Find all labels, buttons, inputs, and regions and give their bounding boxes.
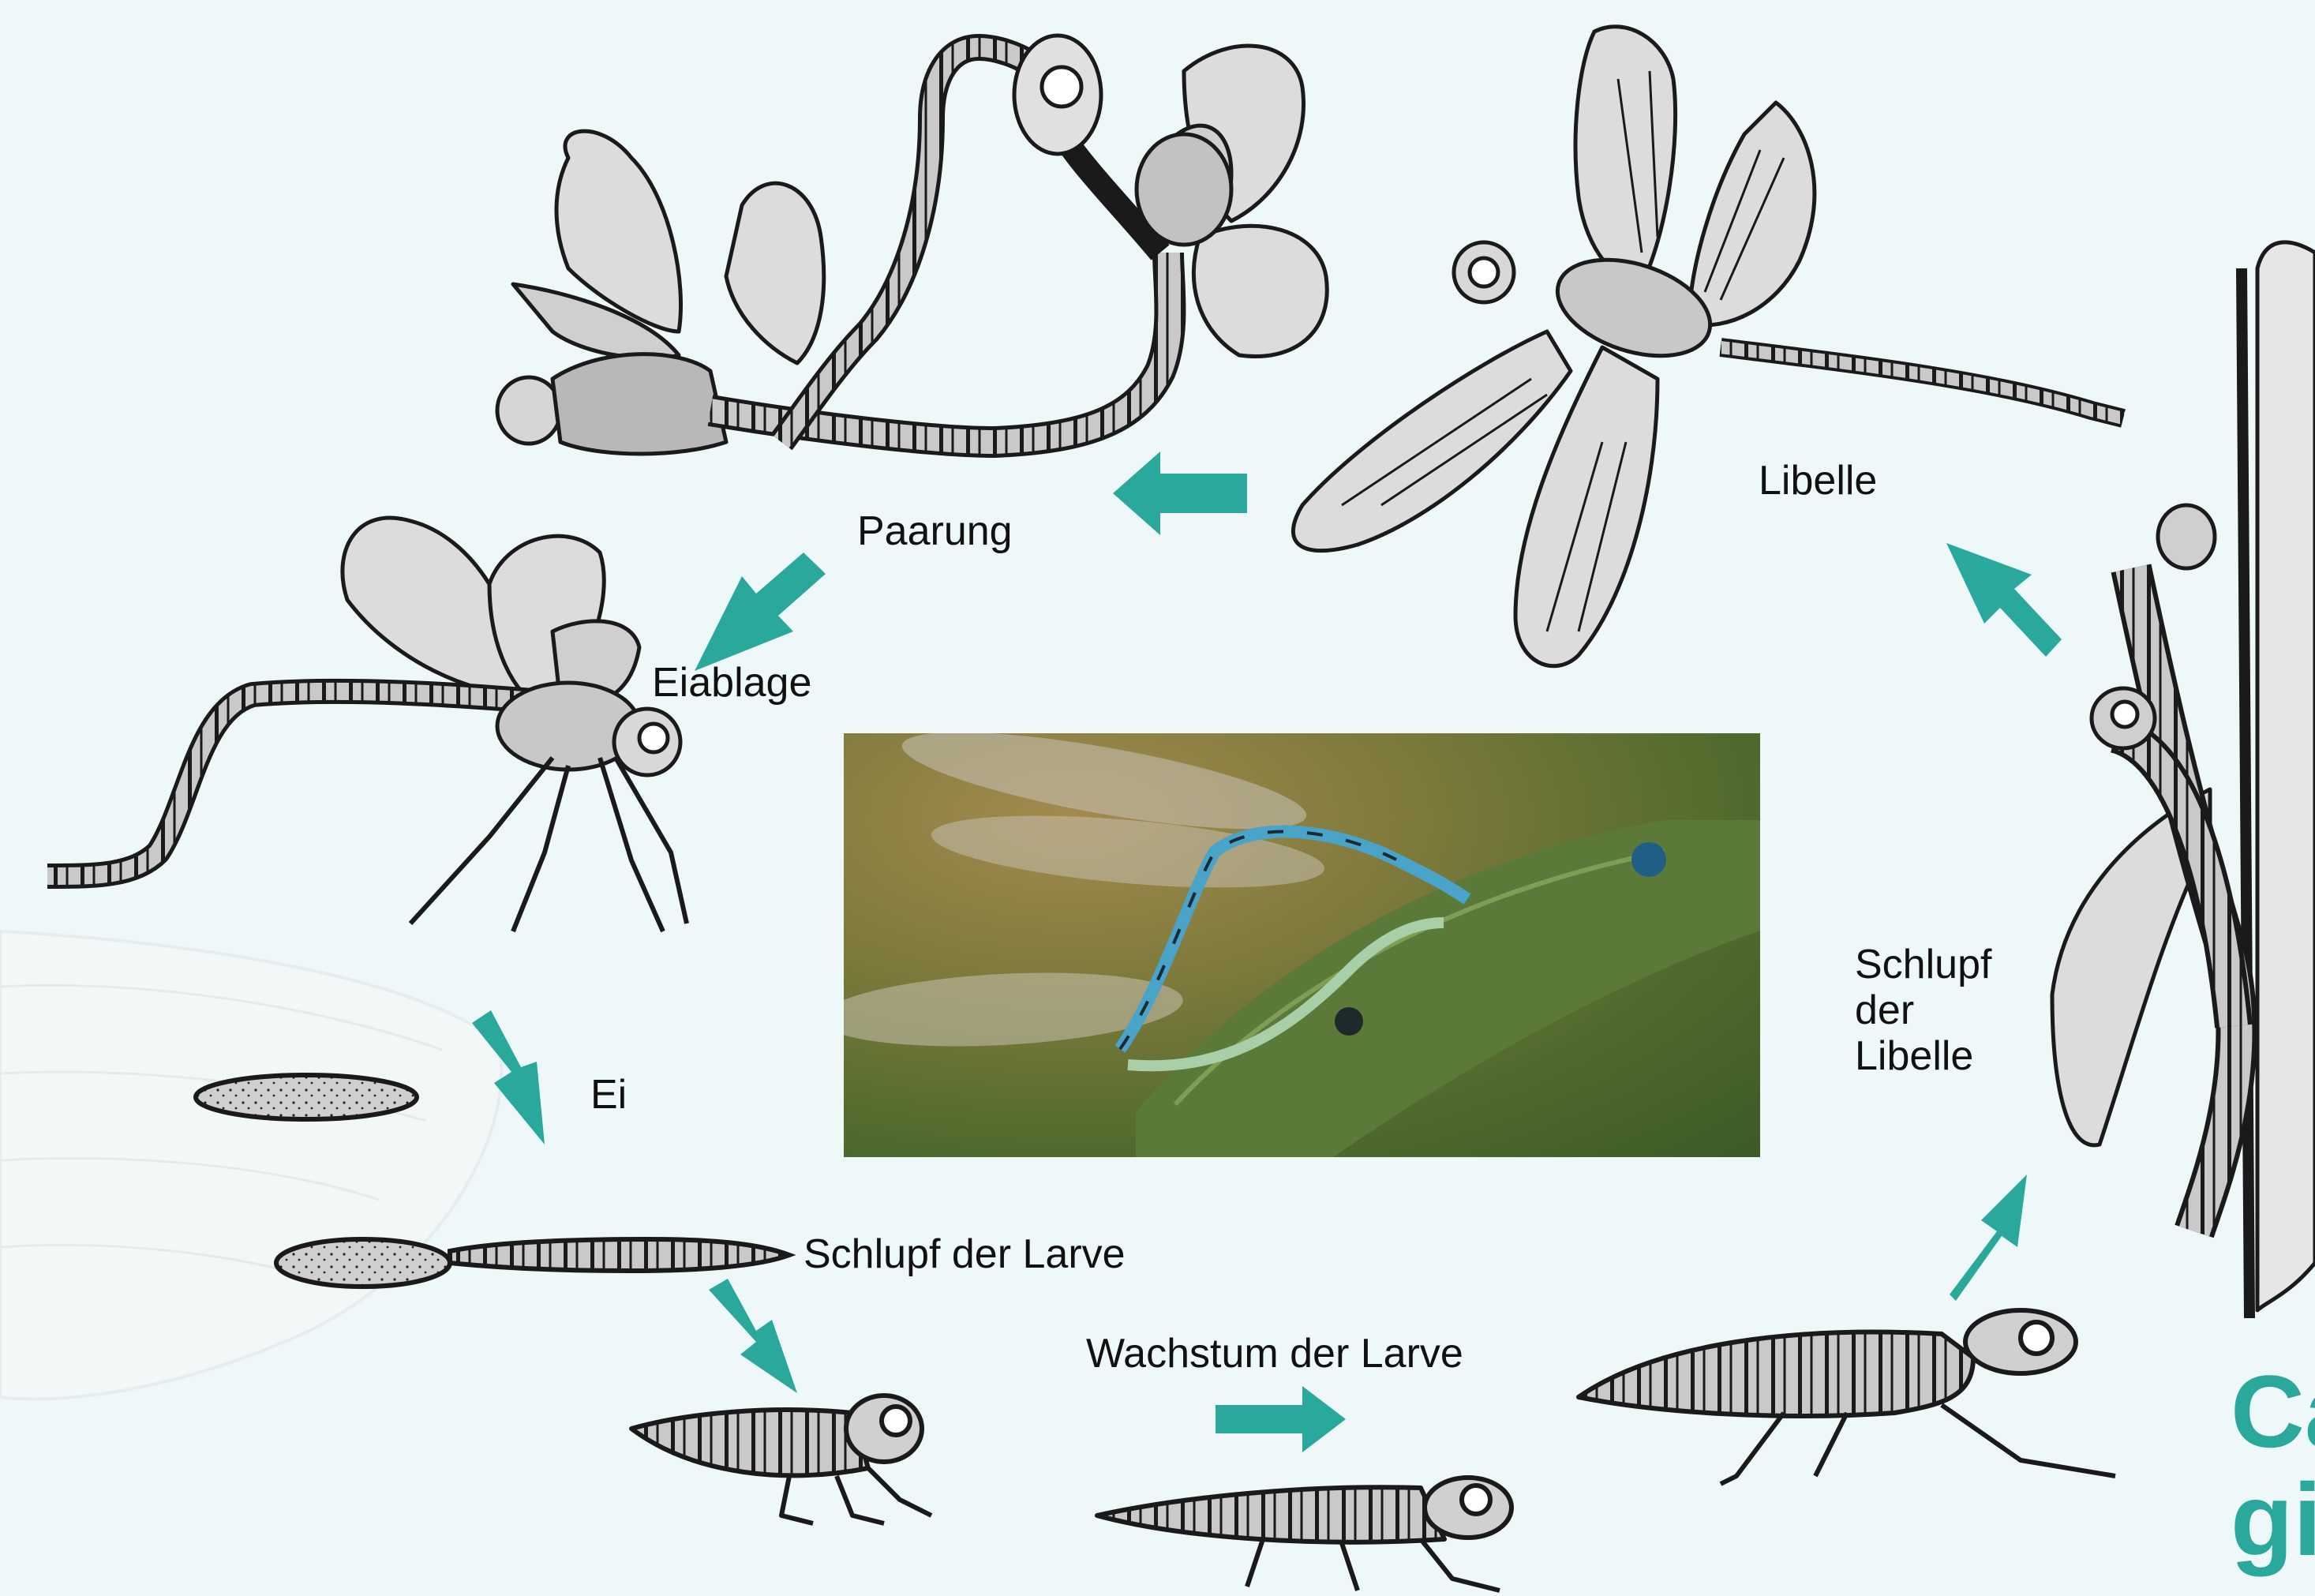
arrow-to-libelle: [1946, 543, 2062, 657]
young-larva-drawing: [631, 1396, 931, 1523]
photo-content: [844, 733, 1760, 1157]
arrow-to-schlupf-libelle: [1950, 1175, 2027, 1301]
label-schlupf-der-larve: Schlupf der Larve: [804, 1231, 1126, 1277]
growing-larva-drawing: [1097, 1478, 1511, 1590]
label-ei: Ei: [590, 1072, 627, 1118]
arrow-to-eiablage: [695, 553, 826, 671]
cropped-heading-line-1: Ca: [2231, 1358, 2315, 1466]
arrow-to-paarung: [1113, 451, 1247, 535]
label-paarung: Paarung: [857, 508, 1013, 554]
label-wachstum-der-larve: Wachstum der Larve: [1086, 1331, 1463, 1377]
egg-drawing: [196, 1075, 417, 1119]
label-eiablage: Eiablage: [652, 660, 811, 706]
grown-larva-drawing: [1579, 1310, 2115, 1484]
label-schlupf-line-1: Schlupf: [1855, 942, 1991, 987]
background-wing-watermark: [0, 931, 501, 1399]
label-libelle: Libelle: [1759, 458, 1877, 504]
label-schlupf-line-3: Libelle: [1855, 1033, 1991, 1079]
mating-damselflies-photo: [844, 733, 1760, 1157]
label-schlupf-der-libelle: Schlupf der Libelle: [1855, 942, 1991, 1080]
cropped-heading: Ca gi: [2231, 1358, 2315, 1573]
arrow-to-larva: [709, 1279, 797, 1393]
hatching-larva-drawing: [276, 1239, 789, 1287]
cropped-heading-line-2: gi: [2231, 1466, 2315, 1574]
arrow-to-growth: [1216, 1386, 1346, 1452]
label-schlupf-line-2: der: [1855, 987, 1991, 1033]
mating-dragonflies-drawing: [497, 36, 1327, 454]
egg-laying-dragonfly-drawing: [47, 518, 687, 931]
